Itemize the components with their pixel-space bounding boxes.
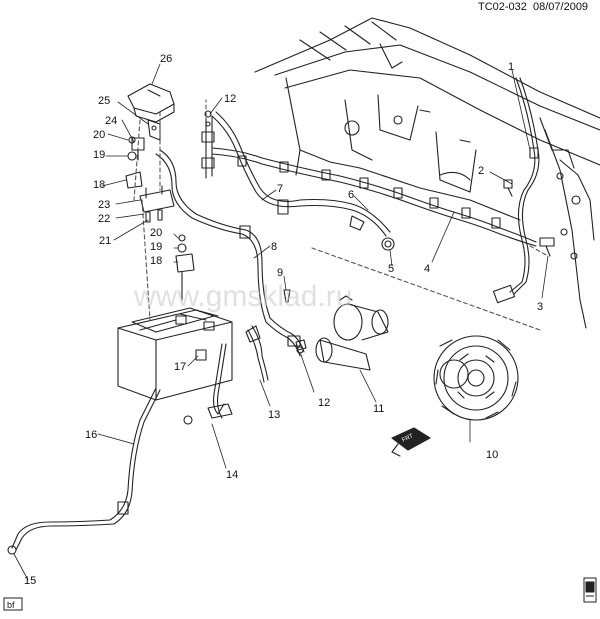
callout-15: 15 [24,575,36,587]
callout-23: 23 [98,199,110,211]
cable-item-8 [155,149,305,357]
callout-10: 10 [486,449,498,461]
harness-item-4 [211,147,555,257]
leader-lines [13,63,549,581]
starter-motor [315,295,389,371]
callout-20-lower: 20 [150,227,162,239]
callout-14: 14 [226,469,238,481]
bolt-item-22 [145,209,163,223]
callout-8: 8 [271,241,277,253]
callout-18-lower: 18 [150,255,162,267]
bracket-item-25 [147,119,161,141]
callout-26: 26 [160,53,172,65]
callout-17: 17 [174,361,186,373]
figure-date: 08/07/2009 [533,1,588,13]
callouts: 1 2 3 4 5 6 7 8 9 10 11 12 12 13 14 15 1… [24,53,543,587]
book-icon [583,577,597,603]
callout-24: 24 [105,115,117,127]
callout-25: 25 [98,95,110,107]
nut-item-20-top [128,136,136,144]
figure-code: TC02-032 [478,1,527,13]
clip-item-18-top [125,171,143,189]
callout-4: 4 [424,263,430,275]
callout-7: 7 [277,183,283,195]
callout-6: 6 [348,189,354,201]
reference-lines [133,99,549,331]
callout-19-lower: 19 [150,241,162,253]
callout-1: 1 [508,61,514,73]
bolt-item-12-lower [295,339,307,351]
bracket-item-23 [139,185,175,213]
frt-badge [391,427,431,457]
corner-tag-box [3,597,23,611]
cable-item-14 [183,343,233,425]
bracket-item-12 [201,110,215,179]
callout-22: 22 [98,213,110,225]
callout-12-lower: 12 [318,397,330,409]
callout-20-top: 20 [93,129,105,141]
callout-19-top: 19 [93,149,105,161]
watermark: www.gmsklad.ru [133,280,352,313]
corner-tag: bf [7,600,15,610]
frt-label: FRT [401,433,414,443]
vehicle-front-structure [254,17,600,329]
bolt-item-9 [283,289,291,303]
clip-item-17 [195,349,207,361]
callout-11: 11 [373,403,384,415]
cable-item-13 [245,325,269,383]
junction-block-item-26 [127,83,175,123]
cable-item-16 [7,387,161,555]
callout-2: 2 [478,165,484,177]
callout-3: 3 [537,301,543,313]
callout-9: 9 [277,267,283,279]
nut-item-19-top [127,151,137,161]
callout-16: 16 [85,429,97,441]
callout-5: 5 [388,263,394,275]
battery [117,307,233,401]
callout-18-top: 18 [93,179,105,191]
harness-item-7 [211,111,395,251]
generator [433,335,519,421]
callout-21: 21 [99,235,111,247]
harness-item-1 [492,77,540,304]
callout-13: 13 [268,409,280,421]
callout-12-top: 12 [224,93,236,105]
